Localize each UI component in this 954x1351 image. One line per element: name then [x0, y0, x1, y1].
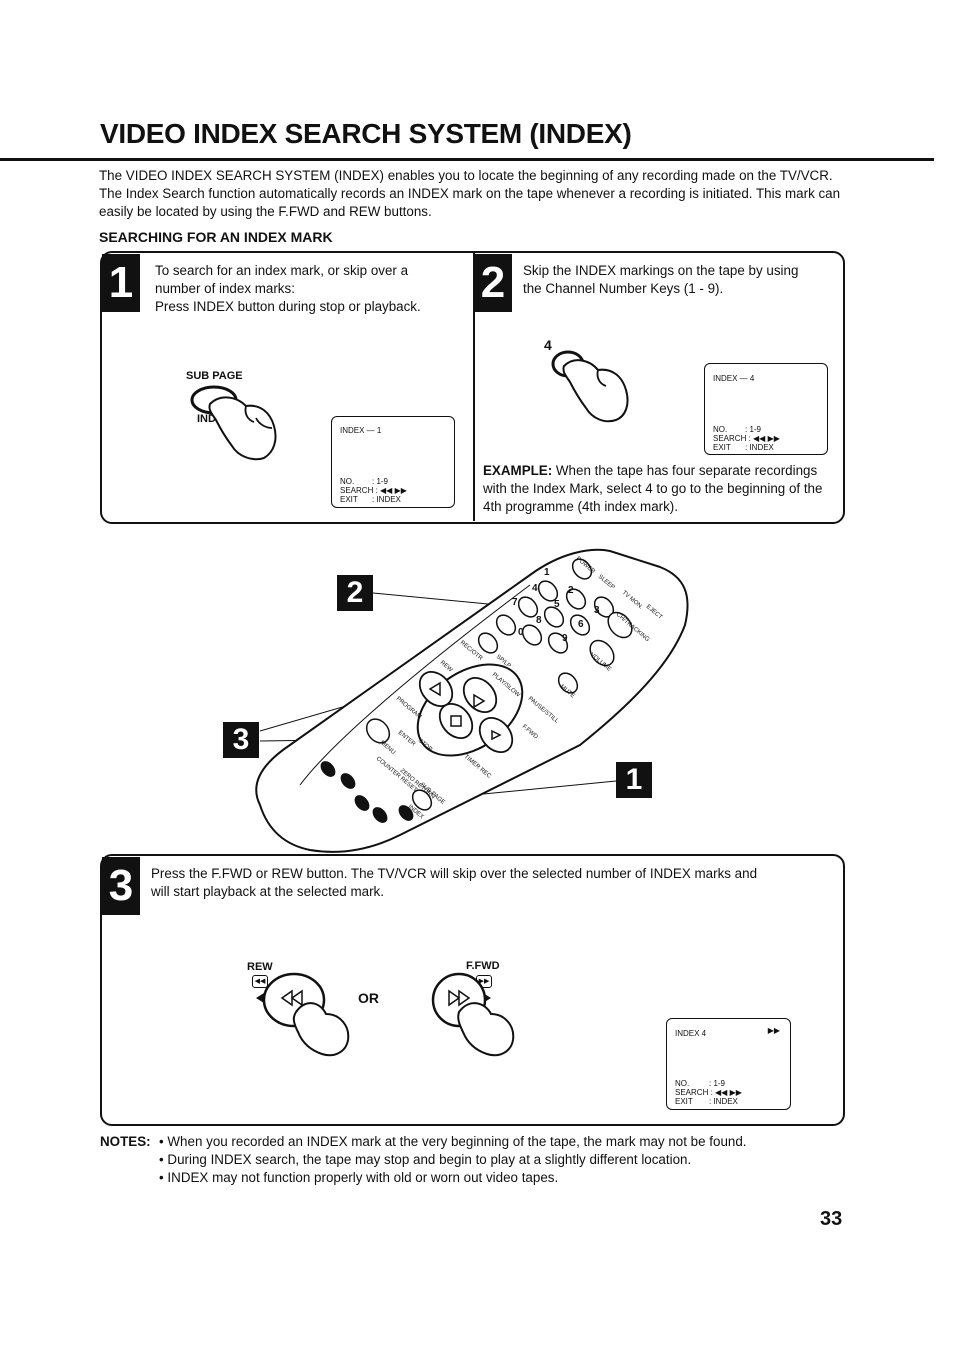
example-line: When the tape has four separate recordin… — [552, 463, 818, 478]
example-line: with the Index Mark, select 4 to go to t… — [483, 481, 823, 496]
screen-search-label: SEARCH : — [675, 1088, 713, 1097]
screen-search-label: SEARCH : — [713, 434, 751, 443]
screen-no-label: NO. — [675, 1079, 690, 1088]
example-label: EXAMPLE: — [483, 463, 553, 478]
step-3-text: Press the F.FWD or REW button. The TV/VC… — [151, 865, 831, 901]
step-2-text: Skip the INDEX markings on the tape by u… — [523, 262, 833, 298]
step-3-number: 3 — [102, 857, 140, 915]
screen-no-value: : 1-9 — [709, 1079, 726, 1088]
hand-pressing-ffwd-icon — [431, 972, 515, 1057]
callout-1: 1 — [616, 762, 652, 798]
notes-block: NOTES: • When you recorded an INDEX mark… — [100, 1134, 747, 1185]
example-text: EXAMPLE: When the tape has four separate… — [483, 462, 843, 516]
remote-digit: 2 — [568, 585, 574, 596]
step-2-number: 2 — [474, 254, 512, 312]
step-2-line: Skip the INDEX markings on the tape by u… — [523, 263, 799, 278]
fast-forward-icon: ▶▶ — [767, 1026, 780, 1035]
fast-forward-icon: ▶▶ — [767, 434, 780, 443]
rewind-icon: ◀◀ — [380, 486, 393, 495]
step-1-text: To search for an index mark, or skip ove… — [155, 262, 465, 316]
rewind-icon: ◀◀ — [715, 1088, 728, 1097]
step-1-line: Press INDEX button during stop or playba… — [155, 299, 421, 314]
notes-label: NOTES: — [100, 1134, 151, 1149]
remote-digit: 1 — [544, 567, 550, 578]
screen-exit-value: : INDEX — [372, 495, 401, 504]
screen-exit-label: EXIT — [340, 495, 358, 504]
example-line: 4th programme (4th index mark). — [483, 499, 678, 514]
step-2-tv-screen: INDEX — 4 NO.: 1-9 SEARCH : ◀◀ ▶▶ EXIT: … — [704, 363, 828, 455]
page-title: VIDEO INDEX SEARCH SYSTEM (INDEX) — [100, 118, 632, 149]
rew-label: REW — [247, 961, 273, 973]
remote-digit: 9 — [562, 633, 568, 644]
callout-3: 3 — [223, 722, 259, 758]
step-1-line: To search for an index mark, or skip ove… — [155, 263, 409, 278]
screen-exit-label: EXIT — [675, 1097, 693, 1106]
screen-no-value: : 1-9 — [745, 425, 762, 434]
step-3-box — [100, 854, 845, 1126]
step-2-line: the Channel Number Keys (1 - 9). — [523, 281, 724, 296]
intro-paragraph: The VIDEO INDEX SEARCH SYSTEM (INDEX) en… — [99, 168, 841, 219]
section-heading: SEARCHING FOR AN INDEX MARK — [99, 229, 333, 245]
remote-digit: 0 — [518, 627, 524, 638]
screen-index-value: 4 — [749, 374, 755, 383]
screen-exit-value: : INDEX — [745, 443, 774, 452]
hand-pressing-rew-icon — [256, 972, 350, 1057]
note-item: When you recorded an INDEX mark at the v… — [167, 1134, 747, 1149]
box-divider — [473, 253, 475, 521]
note-item: INDEX may not function properly with old… — [167, 1170, 559, 1185]
screen-no-value: : 1-9 — [372, 477, 389, 486]
page-number: 33 — [820, 1208, 843, 1230]
fast-forward-icon: ▶▶ — [394, 486, 407, 495]
or-label: OR — [358, 990, 379, 1006]
step-1-number: 1 — [102, 254, 140, 312]
screen-exit-value: : INDEX — [709, 1097, 738, 1106]
remote-digit: 7 — [512, 597, 518, 608]
remote-digit: 3 — [594, 605, 600, 616]
subpage-label: SUB PAGE — [186, 370, 243, 382]
step-3-line: Press the F.FWD or REW button. The TV/VC… — [151, 866, 758, 881]
steps-1-2-box — [100, 251, 845, 524]
screen-index-value: 1 — [376, 426, 382, 435]
remote-digit: 6 — [578, 619, 584, 630]
fast-forward-icon: ▶▶ — [729, 1088, 742, 1097]
screen-index-title: INDEX 4 — [675, 1029, 707, 1038]
remote-digit: 5 — [554, 599, 560, 610]
ffwd-label: F.FWD — [466, 960, 500, 972]
hand-pressing-key-icon — [551, 350, 629, 423]
key-4-label: 4 — [544, 337, 552, 353]
screen-search-label: SEARCH : — [340, 486, 378, 495]
rewind-icon: ◀◀ — [753, 434, 766, 443]
remote-digit: 4 — [532, 583, 538, 594]
screen-index-title: INDEX — [340, 426, 365, 435]
step-3-tv-screen: INDEX 4 ▶▶ NO. : 1-9 SEARCH : ◀◀ ▶▶ EXIT:… — [666, 1018, 791, 1110]
screen-no-label: NO. — [713, 425, 728, 434]
rew-small-icon: ◀◀ — [252, 975, 268, 988]
callout-2: 2 — [337, 575, 373, 611]
screen-no-label: NO. — [340, 477, 355, 486]
title-rule — [0, 158, 934, 161]
screen-exit-label: EXIT — [713, 443, 731, 452]
note-item: During INDEX search, the tape may stop a… — [167, 1152, 692, 1167]
hand-pressing-index-icon — [190, 385, 277, 461]
remote-control-illustration: POWER SLEEP TV MON. EJECT CH/TRACKING VO… — [255, 548, 689, 853]
step-1-line: number of index marks: — [155, 281, 295, 296]
step-1-tv-screen: INDEX — 1 NO.: 1-9 SEARCH : ◀◀ ▶▶ EXIT: … — [331, 416, 455, 508]
step-3-line: will start playback at the selected mark… — [151, 884, 384, 899]
screen-index-title: INDEX — [713, 374, 738, 383]
remote-digit: 8 — [536, 615, 542, 626]
